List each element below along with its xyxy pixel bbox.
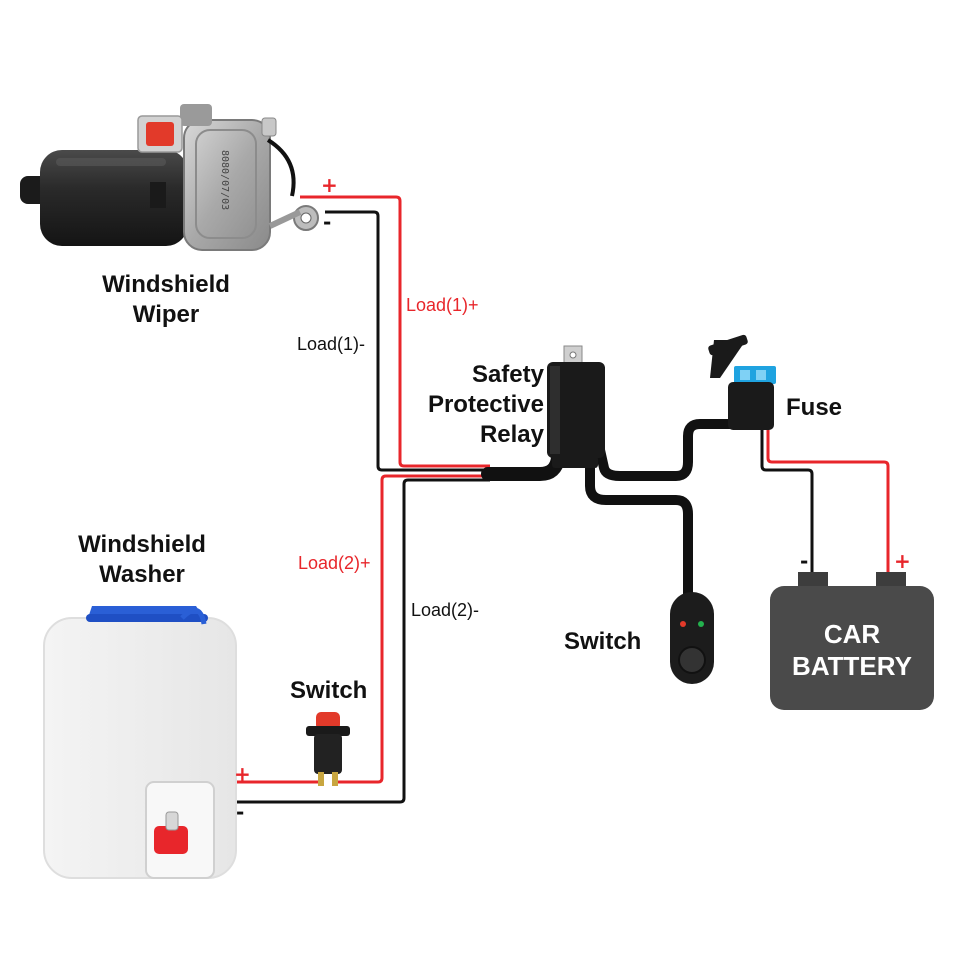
relay-label-line3: Relay bbox=[479, 421, 544, 448]
motor-stamp: 8080/07/03 bbox=[219, 150, 230, 210]
relay bbox=[547, 345, 605, 468]
battery-label: CAR BATTERY bbox=[770, 618, 934, 682]
harness-fuse bbox=[595, 419, 741, 481]
battery-negative-symbol: - bbox=[800, 549, 809, 573]
wire-load2-positive bbox=[334, 474, 490, 784]
harness-switch bbox=[585, 447, 693, 603]
battery-label-line1: CAR bbox=[823, 619, 881, 649]
battery-positive-symbol: + bbox=[894, 549, 911, 573]
load2-negative-label: Load(2)- bbox=[411, 600, 480, 620]
dash-switch-label: Switch bbox=[564, 628, 642, 655]
load1-positive-label: Load(1)+ bbox=[406, 295, 479, 315]
wiper-label: Windshield Wiper bbox=[86, 270, 246, 330]
wiper-negative-symbol: - bbox=[323, 210, 332, 234]
load1-negative-label: Load(1)- bbox=[297, 334, 366, 354]
washer-tank bbox=[43, 606, 237, 879]
relay-label: Safety Protective Relay bbox=[384, 360, 544, 450]
washer-positive-symbol: + bbox=[234, 762, 251, 786]
wire-battery-negative bbox=[760, 428, 814, 574]
push-switch-label: Switch bbox=[290, 677, 368, 704]
relay-label-line2: Protective bbox=[427, 391, 544, 418]
wiper-positive-symbol: + bbox=[321, 173, 338, 197]
car-battery bbox=[770, 572, 934, 710]
washer-label-line2: Washer bbox=[99, 561, 185, 588]
washer-negative-symbol: - bbox=[236, 800, 245, 824]
wiper-label-line1: Windshield bbox=[102, 271, 230, 298]
washer-label: Windshield Washer bbox=[62, 530, 222, 590]
wire-load2-negative bbox=[228, 478, 490, 804]
battery-label-line2: BATTERY bbox=[792, 651, 912, 681]
wiper-label-line2: Wiper bbox=[132, 301, 200, 328]
push-button-switch bbox=[306, 712, 350, 786]
wire-battery-positive bbox=[766, 428, 890, 574]
washer-label-line1: Windshield bbox=[78, 531, 206, 558]
wire-load1-negative bbox=[325, 210, 490, 472]
relay-label-line1: Safety bbox=[471, 361, 544, 388]
fuse-label: Fuse bbox=[786, 394, 843, 421]
fuse-holder bbox=[708, 334, 776, 430]
wiper-motor: 8080/07/03 bbox=[20, 104, 319, 251]
wire-load1-positive bbox=[300, 195, 490, 468]
dash-switch bbox=[670, 592, 714, 684]
load2-positive-label: Load(2)+ bbox=[298, 553, 371, 573]
